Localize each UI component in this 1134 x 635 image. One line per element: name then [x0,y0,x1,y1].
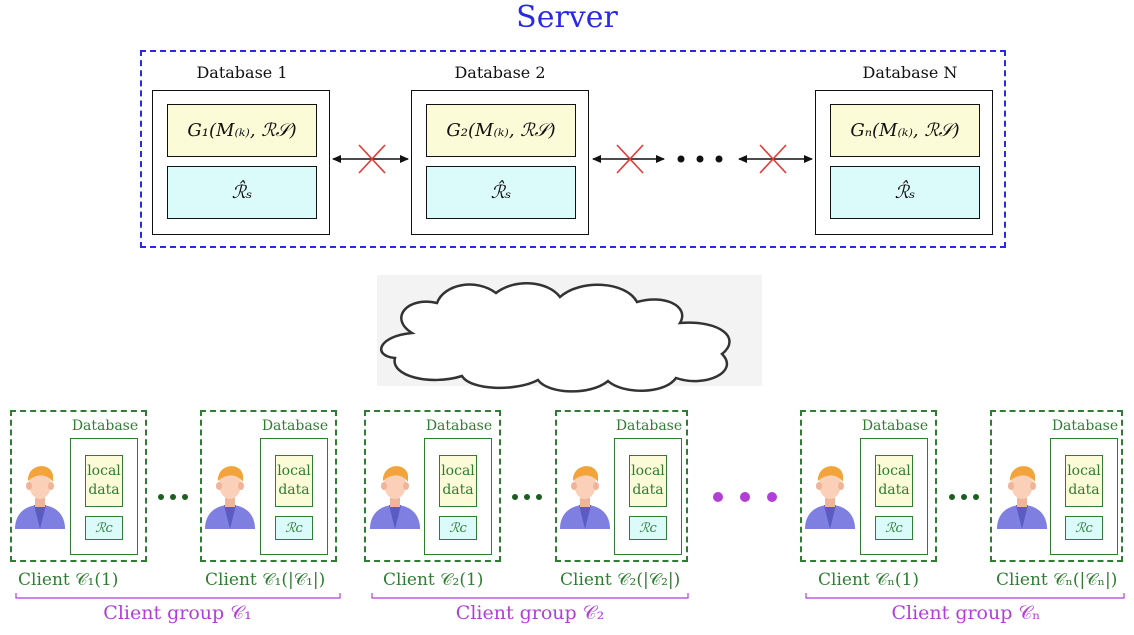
client-group-c2-bracket [371,593,689,599]
blocked-cross-icon [358,144,386,174]
database-1: G₁(M₍ₖ₎, ℛ𝒮) ℛ̂ₛ [152,90,330,235]
client-ellipsis-dots [949,494,979,500]
client-cn-last-database-label: Database [1051,418,1119,434]
client-c1-last [200,410,337,562]
client-group-cn-bracket [805,593,1125,599]
database-1-record-cell: ℛ̂ₛ [167,166,317,219]
database-n-model-cell: Gₙ(M₍ₖ₎, ℛ𝒮) [830,104,980,157]
person-icon [370,466,420,529]
database-2-label: Database 2 [454,63,546,82]
client-cn-1-label: Client 𝒞ₙ(1) [818,570,919,590]
database-n-label: Database N [862,63,958,82]
client-group-cn-label: Client group 𝒞ₙ [891,602,1041,624]
person-icon [997,466,1047,529]
database-1-label: Database 1 [196,63,288,82]
client-c1-last-rc: ℛᴄ [275,516,313,540]
client-c2-1-database-label: Database [425,418,493,434]
client-c2-last [555,410,688,562]
client-c1-1-label: Client 𝒞₁(1) [18,570,119,590]
client-c2-last-label: Client 𝒞₂(|𝒞₂|) [560,570,681,590]
blocked-cross-icon [759,144,787,174]
client-cn-1 [800,410,937,562]
database-2-model-cell: G₂(M₍ₖ₎, ℛ𝒮) [426,104,576,157]
client-group-c1-bracket [15,593,341,599]
group-ellipsis-dots [713,492,777,502]
person-icon [560,466,610,529]
database-1-model-cell: G₁(M₍ₖ₎, ℛ𝒮) [167,104,317,157]
person-icon [805,466,855,529]
client-cn-last-label: Client 𝒞ₙ(|𝒞ₙ|) [996,570,1118,590]
database-2: G₂(M₍ₖ₎, ℛ𝒮) ℛ̂ₛ [411,90,589,235]
cloud-icon [380,281,731,393]
client-c2-last-rc: ℛᴄ [629,516,667,540]
client-c2-1 [364,410,501,562]
client-cn-1-rc: ℛᴄ [875,516,913,540]
blocked-cross-icon [616,144,644,174]
client-c1-1-database-label: Database [71,418,139,434]
person-icon [205,466,255,529]
client-c2-1-label: Client 𝒞₂(1) [383,570,484,590]
database-2-record-cell: ℛ̂ₛ [426,166,576,219]
client-cn-1-database-label: Database [861,418,929,434]
client-c1-1 [10,410,147,562]
client-ellipsis-dots [158,494,188,500]
client-c2-last-database-label: Database [615,418,683,434]
client-ellipsis-dots [512,494,542,500]
client-c1-last-label: Client 𝒞₁(|𝒞₁|) [205,570,326,590]
client-c1-last-database-label: Database [261,418,329,434]
client-c1-1-rc: ℛᴄ [85,516,123,540]
database-n-record-cell: ℛ̂ₛ [830,166,980,219]
client-group-c1-label: Client group 𝒞₁ [103,602,252,624]
database-n: Gₙ(M₍ₖ₎, ℛ𝒮) ℛ̂ₛ [815,90,993,235]
person-icon [15,466,65,529]
client-cn-last [990,410,1123,562]
server-boundary [140,50,1006,248]
client-cn-last-rc: ℛᴄ [1065,516,1103,540]
server-title: Server [516,0,618,35]
client-group-c2-label: Client group 𝒞₂ [455,602,605,624]
server-ellipsis-dots [677,155,723,163]
client-c2-1-rc: ℛᴄ [439,516,477,540]
